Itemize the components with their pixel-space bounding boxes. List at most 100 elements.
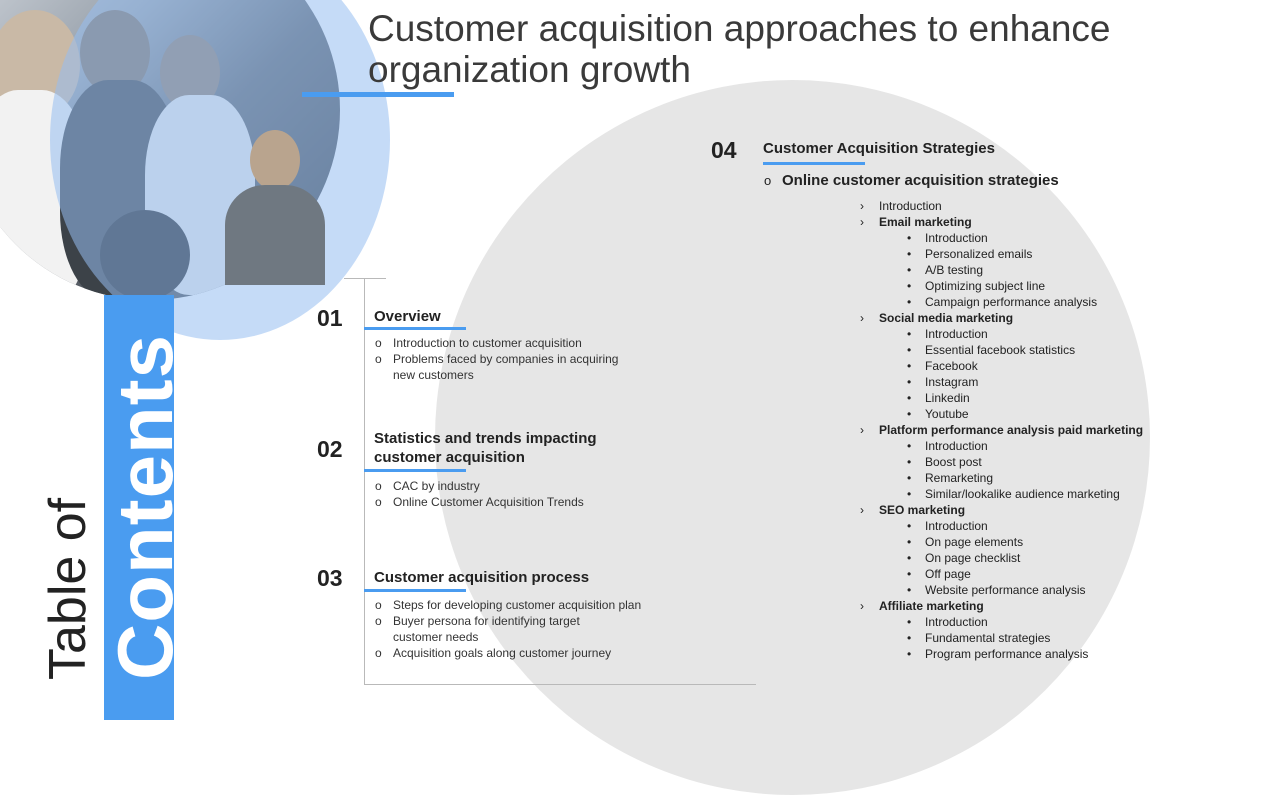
strategy-item-label: Fundamental strategies	[925, 631, 1051, 645]
bullet-dot-icon: •	[907, 407, 912, 421]
toc-title-word2: Contents	[101, 334, 189, 680]
strategy-item-label: Boost post	[925, 455, 982, 469]
strategy-item: • Campaign performance analysis	[860, 294, 1143, 310]
strategy-item-label: Introduction	[925, 439, 988, 453]
bullet-dot-icon: •	[907, 487, 912, 501]
strategy-item-label: Remarketing	[925, 471, 994, 485]
strategy-group-label: Social media marketing	[879, 311, 1014, 325]
section-title-overview: Overview	[374, 308, 441, 325]
strategy-group-label: Platform performance analysis paid marke…	[879, 423, 1144, 437]
bullet-dot-icon: •	[907, 391, 912, 405]
section-underline	[364, 327, 466, 330]
strategy-item-label: A/B testing	[925, 263, 984, 277]
bullet-dot-icon: •	[907, 263, 912, 277]
strategy-item-label: Personalized emails	[925, 247, 1033, 261]
section-underline	[763, 162, 865, 165]
strategy-item-label: Youtube	[925, 407, 969, 421]
section-underline	[364, 469, 466, 472]
strategy-item-label: On page checklist	[925, 551, 1021, 565]
strategy-item: • Off page	[860, 566, 1143, 582]
bullet-dot-icon: •	[907, 567, 912, 581]
section-title-process: Customer acquisition process	[374, 569, 590, 586]
photo-woman	[250, 130, 300, 190]
bullet-dot-icon: •	[907, 631, 912, 645]
strategy-group: ›Introduction	[860, 198, 1143, 214]
strategy-item: •Similar/lookalike audience marketing	[860, 486, 1143, 502]
section-number-01: 01	[317, 305, 343, 331]
bullet-dot-icon: •	[907, 359, 912, 373]
strategy-item-label: Instagram	[925, 375, 979, 389]
bullet-dot-icon: •	[907, 535, 912, 549]
strategy-item: •Introduction	[860, 518, 1143, 534]
chevron-right-icon: ›	[860, 215, 864, 229]
section-title-strategies: Customer Acquisition Strategies	[763, 140, 995, 157]
bullet-dot-icon: •	[907, 647, 912, 661]
bullet-dot-icon: •	[907, 375, 912, 389]
section-title-statistics: Statistics and trends impacting customer…	[374, 430, 597, 466]
section-number-03: 03	[317, 565, 343, 591]
strategy-item-label: Website performance analysis	[925, 583, 1086, 597]
strategy-item: • Fundamental strategies	[860, 630, 1143, 646]
strategy-group-label: Email marketing	[879, 215, 972, 229]
strategy-item: • Boost post	[860, 454, 1143, 470]
bullet-dot-icon: •	[907, 439, 912, 453]
chevron-right-icon: ›	[860, 503, 864, 517]
strategy-item: • Introduction	[860, 438, 1143, 454]
chevron-right-icon: ›	[860, 599, 864, 613]
bullet-dot-icon: •	[907, 247, 912, 261]
title-band	[104, 295, 174, 720]
strategy-group: › SEO marketing	[860, 502, 1143, 518]
strategy-item-label: Campaign performance analysis	[925, 295, 1098, 309]
bullet-dot-icon: •	[907, 327, 912, 341]
strategy-item: •Introduction	[860, 326, 1143, 342]
bullet-dot-icon: •	[907, 295, 912, 309]
toc-title-word1: Table of	[39, 497, 97, 680]
strategy-item-label: Essential facebook statistics	[925, 343, 1076, 357]
strategy-item: • Program performance analysis	[860, 646, 1143, 662]
blue-arc-overlay	[50, 0, 390, 340]
strategy-item: •Optimizing subject line	[860, 278, 1143, 294]
strategy-item-label: Off page	[925, 567, 971, 581]
chevron-right-icon: ›	[860, 311, 864, 325]
strategy-item: •Introduction	[860, 614, 1143, 630]
bullet-dot-icon: •	[907, 471, 912, 485]
strategy-item: • Youtube	[860, 406, 1143, 422]
strategy-item: •Essential facebook statistics	[860, 342, 1143, 358]
chevron-right-icon: ›	[860, 199, 864, 213]
title-underline	[302, 92, 454, 97]
page-title: Customer acquisition approaches to enhan…	[368, 8, 1111, 90]
strategy-item-label: Introduction	[925, 519, 988, 533]
strategy-item: • Website performance analysis	[860, 582, 1143, 598]
chevron-right-icon: ›	[860, 423, 864, 437]
strategy-group: › Email marketing	[860, 214, 1143, 230]
section-04-list: ›Introduction›Email marketing•Introducti…	[860, 198, 1143, 662]
bullet-dot-icon: •	[907, 279, 912, 293]
strategy-item-label: Introduction	[925, 615, 988, 629]
background-circle	[435, 80, 1150, 795]
strategy-group: › Platform performance analysis paid mark…	[860, 422, 1143, 438]
strategy-item: • Personalized emails	[860, 246, 1143, 262]
list-item: customer needs	[393, 630, 479, 644]
timeline-vertical-line	[364, 278, 365, 684]
strategy-group-label: SEO marketing	[879, 503, 966, 517]
strategy-item-label: Facebook	[925, 359, 978, 373]
bullet-dot-icon: •	[907, 583, 912, 597]
timeline-top-tick	[344, 278, 386, 279]
strategy-item-label: Program performance analysis	[925, 647, 1089, 661]
bullet-dot-icon: •	[907, 455, 912, 469]
strategy-group: › Affiliate marketing	[860, 598, 1143, 614]
timeline-bottom-line	[364, 684, 756, 685]
strategy-group-label: Affiliate marketing	[879, 599, 984, 613]
strategy-item: •Linkedin	[860, 390, 1143, 406]
photo-woman-body	[225, 185, 325, 285]
